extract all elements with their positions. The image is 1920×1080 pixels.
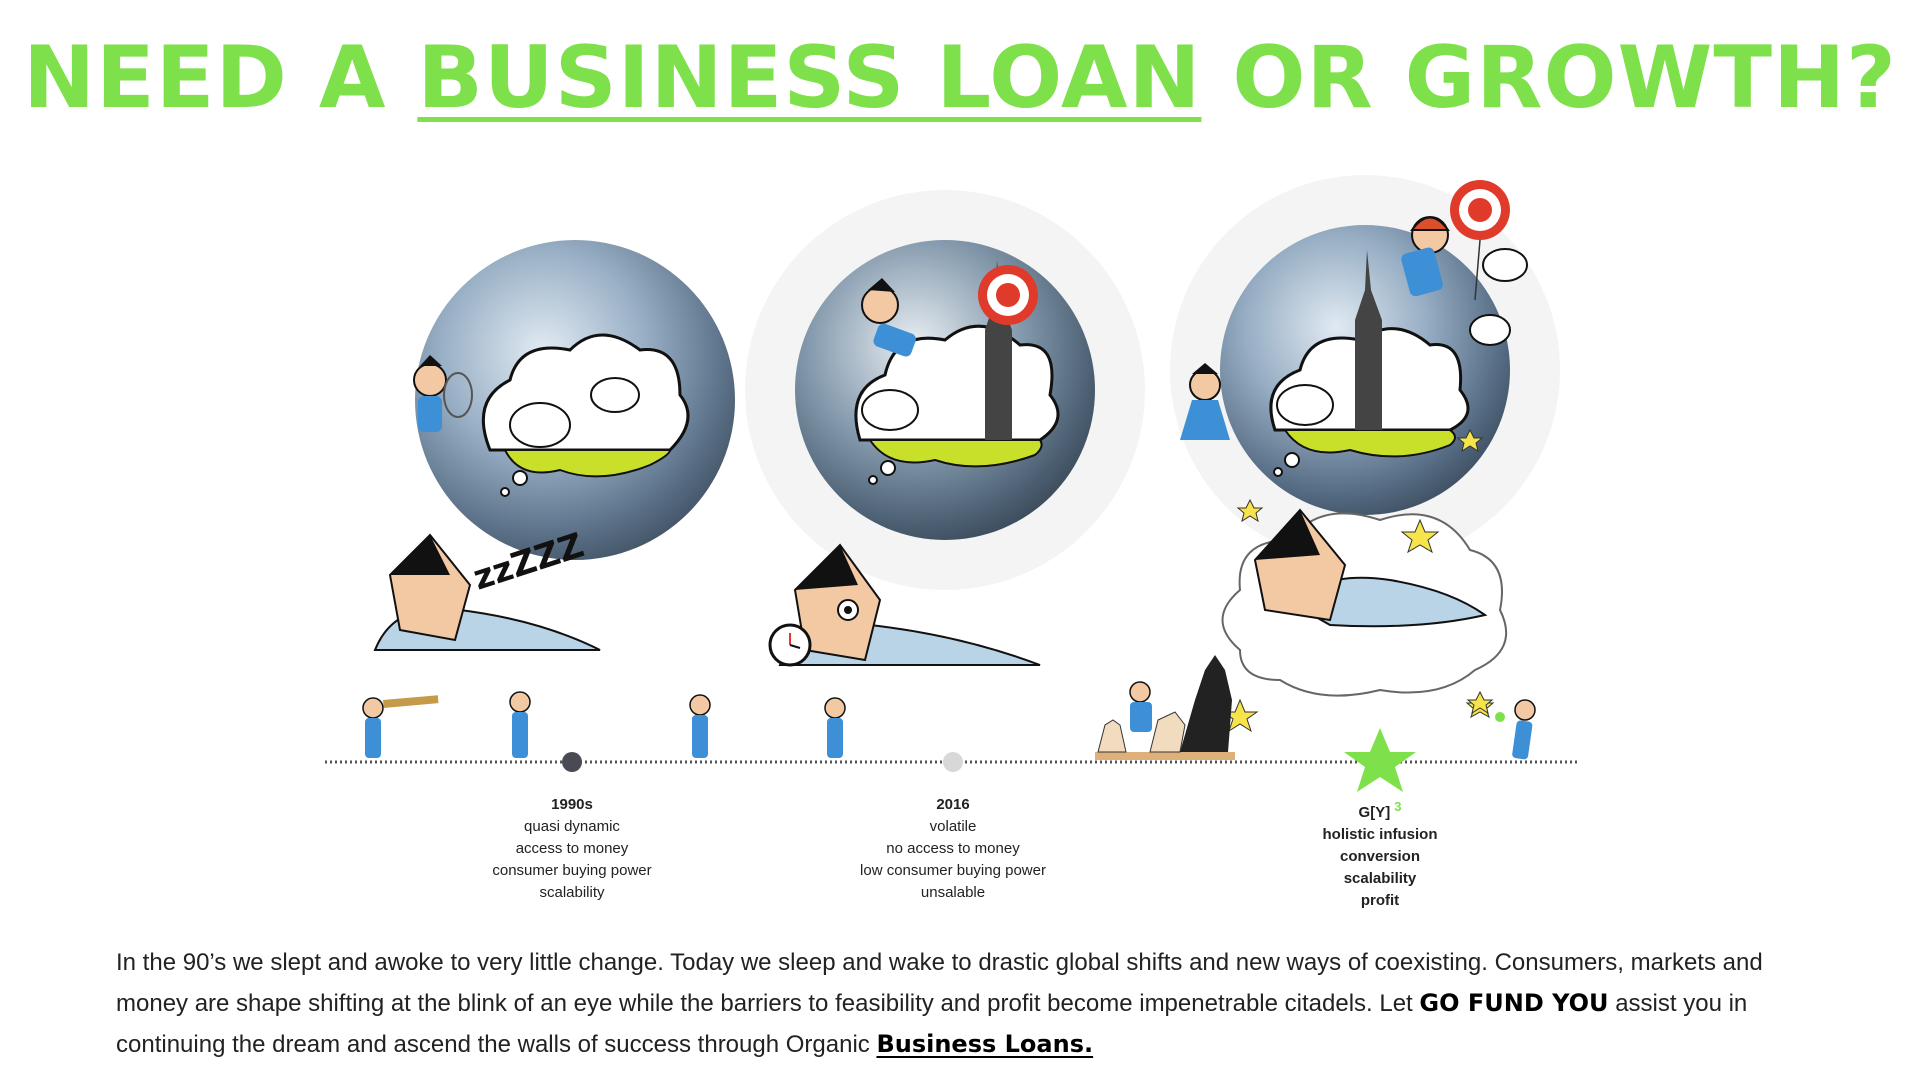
tower-icon [1355, 250, 1382, 430]
alarm-clock-icon [768, 623, 812, 667]
aviator-man-icon [1401, 216, 1450, 297]
climbing-man-icon [861, 278, 916, 357]
description-text-1: In the 90’s we slept and awoke to very l… [116, 949, 1763, 1017]
timeline-dot-1990s [562, 752, 582, 772]
milestone-line: unsalable [920, 884, 986, 901]
milestone-line: no access to money [886, 840, 1020, 857]
milestone-superscript: 3 [1394, 799, 1402, 814]
milestone-line: conversion [1339, 848, 1421, 865]
presenting-man-icon [509, 691, 531, 758]
scene-2016 [745, 190, 1145, 667]
milestone-year: G[Y] [1358, 804, 1391, 821]
meditating-man-icon [1180, 363, 1230, 440]
scene-1990s: zzZZZ [373, 240, 735, 651]
milestone-gy3: G[Y]3 holistic infusion conversion scala… [1230, 796, 1530, 912]
milestone-line: volatile [929, 818, 977, 835]
butterfly-net-man-icon [413, 355, 473, 432]
milestone-line: low consumer buying power [860, 862, 1046, 879]
milestone-line: profit [1360, 892, 1400, 909]
telescope-man-icon [362, 695, 439, 758]
sheep-icon [861, 389, 919, 431]
timeline-dot-2016 [943, 752, 963, 772]
timeline [325, 655, 1580, 792]
milestone-line: scalability [1343, 870, 1417, 887]
business-loans-link[interactable]: Business Loans. [876, 1030, 1094, 1058]
title-highlight: BUSINESS LOAN [417, 28, 1202, 128]
sleeping-man-icon [778, 543, 1041, 666]
milestone-line: quasi dynamic [524, 818, 620, 835]
thinking-man-icon [824, 697, 846, 758]
star-icon [1344, 728, 1416, 792]
milestone-line: scalability [539, 884, 605, 901]
standing-man-icon [689, 694, 711, 758]
milestone-year: 1990s [551, 796, 593, 813]
chess-pieces-icon [1095, 655, 1235, 760]
sheep-icon [1276, 248, 1528, 426]
milestone-line: access to money [515, 840, 629, 857]
milestone-2016: 2016 volatile no access to money low con… [803, 794, 1103, 904]
clover-man-icon [1466, 690, 1536, 760]
milestone-line: holistic infusion [1322, 826, 1438, 843]
page-title: NEED A BUSINESS LOAN OR GROWTH? [0, 28, 1920, 128]
scene-gy3 [1170, 175, 1560, 733]
sheep-icon [509, 377, 640, 448]
title-text-post: OR GROWTH? [1201, 28, 1897, 128]
milestone-line: consumer buying power [492, 862, 652, 879]
title-text-pre: NEED A [23, 28, 418, 128]
sleeping-man-icon [1253, 508, 1488, 628]
tower-icon [985, 260, 1012, 440]
brand-name: GO FUND YOU [1419, 989, 1609, 1017]
description-text-2: assist you in continuing the dream and a… [116, 990, 1748, 1058]
target-icon [978, 265, 1038, 325]
sleeping-man-icon [373, 533, 601, 651]
description-paragraph: In the 90’s we slept and awoke to very l… [116, 942, 1836, 1065]
milestone-year: 2016 [936, 796, 970, 813]
target-icon [1450, 180, 1510, 301]
milestone-1990s: 1990s quasi dynamic access to money cons… [422, 794, 722, 904]
